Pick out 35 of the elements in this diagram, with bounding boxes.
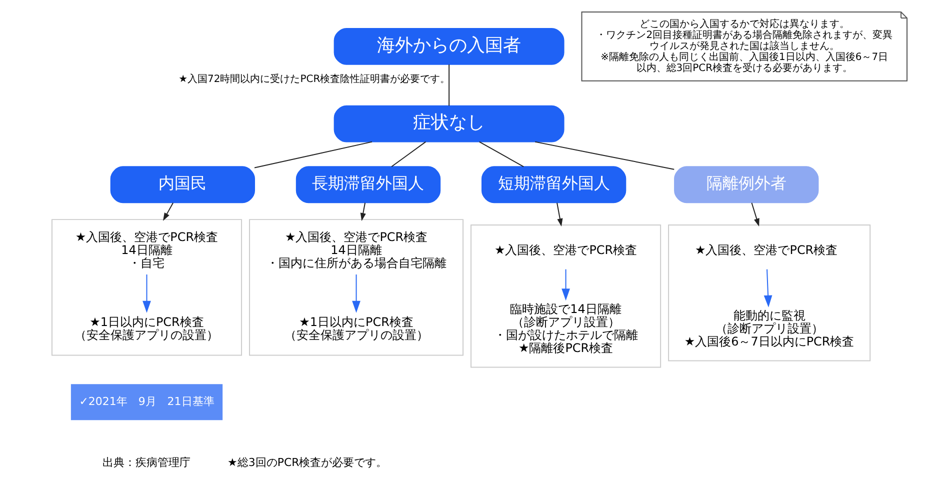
label: ✓2021年 9月 21日基準	[78, 394, 214, 408]
connector	[390, 141, 426, 168]
connector	[254, 141, 372, 168]
cluster	[470, 224, 661, 368]
arrow	[352, 274, 360, 313]
connector	[478, 141, 524, 168]
node-text: ★入国後、空港でPCR検査 14日隔離 ・自宅	[74, 230, 218, 270]
arrow	[763, 268, 772, 308]
connector	[534, 141, 674, 170]
node-box: 内国民	[110, 166, 254, 204]
node-box: 海外からの入国者	[333, 28, 564, 65]
arrow	[360, 202, 366, 222]
cluster	[248, 219, 464, 356]
node-box: 長期滞留外国人	[295, 166, 440, 204]
edge-label: ★入国72時間以内に受けたPCR検査陰性証明書が必要です。	[178, 74, 450, 86]
arrow	[561, 268, 570, 301]
cluster	[50, 219, 242, 356]
node-text: ★入国後、空港でPCR検査	[494, 243, 637, 258]
node-box: 短期滞留外国人	[480, 166, 626, 204]
label: ★総3回のPCR検査が必要です。	[227, 456, 387, 469]
node-box: 症状なし	[333, 105, 564, 142]
node-text: ★1日以内にPCR検査 （安全保護アプリの設置）	[74, 314, 218, 342]
node-box: 隔離例外者	[674, 166, 818, 204]
node-text: 臨時施設で14日隔離 （診断アプリ設置） ・国が設けたホテルで隔離 ★隔離後PCR検査	[493, 302, 638, 355]
arrow	[162, 202, 174, 221]
node-text: ★1日以内にPCR検査 （安全保護アプリの設置）	[284, 314, 428, 342]
label: 出典：疾病管理庁	[102, 456, 190, 469]
node-text: 能動的に監視 （診断アプリ設置） ★入国後6～7日以内にPCR検査	[684, 308, 854, 348]
node-text: ★入国後、空港でPCR検査	[694, 243, 838, 258]
connector	[448, 64, 450, 106]
cluster	[668, 224, 870, 362]
arrow	[556, 202, 562, 227]
arrow	[750, 202, 759, 226]
node-text: ★入国後、空港でPCR検査 14日隔離 ・国内に住所がある場合自宅隔離	[266, 230, 446, 270]
arrow	[142, 274, 150, 313]
